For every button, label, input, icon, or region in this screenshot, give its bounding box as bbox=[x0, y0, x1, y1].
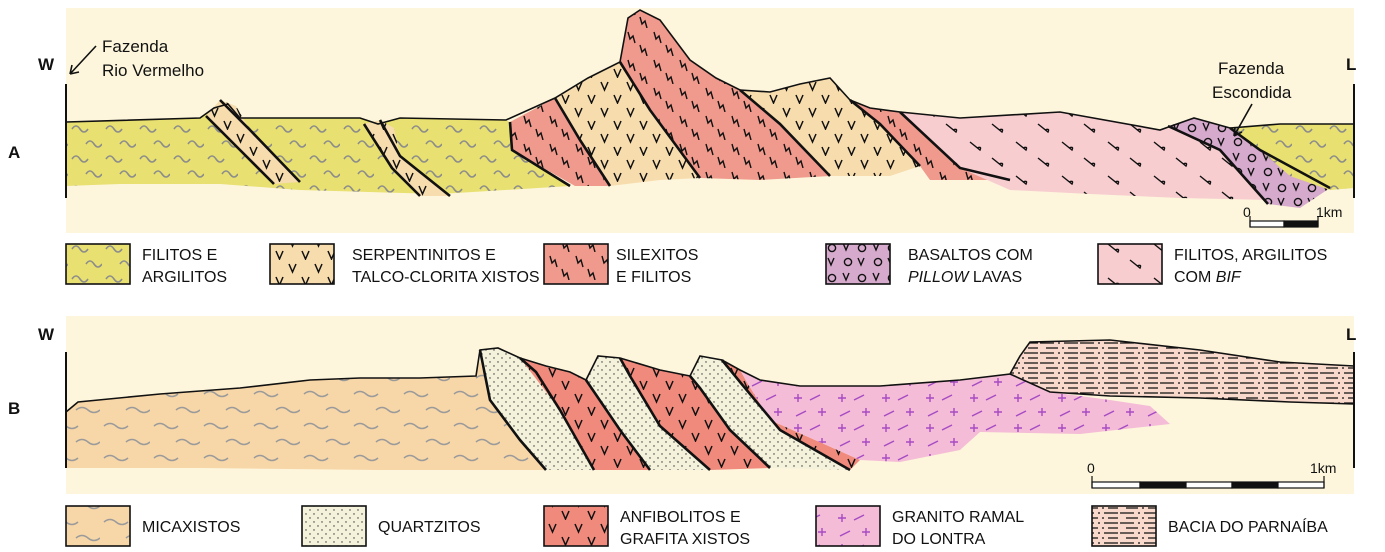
section-a-scale-start: 0 bbox=[1243, 204, 1251, 220]
legend-b-quartzitos: QUARTZITOS bbox=[302, 506, 481, 546]
legend-b-micaxistos-label: MICAXISTOS bbox=[142, 519, 240, 536]
legend-b-granito-line1: GRANITO RAMAL bbox=[892, 509, 1024, 526]
legend-b-granito-line2: DO LONTRA bbox=[892, 531, 986, 548]
legend-b-anfibolitos: ANFIBOLITOS E GRAFITA XISTOS bbox=[544, 506, 750, 548]
legend-a: FILITOS E ARGILITOS SERPENTINITOS E TALC… bbox=[66, 244, 1327, 286]
section-a: A W L Fazenda Rio Vermelho Fazenda Escon… bbox=[8, 8, 1356, 233]
legend-a-basaltos-line1: BASALTOS COM bbox=[908, 247, 1033, 264]
legend-a-filitos-bif-line1: FILITOS, ARGILITOS bbox=[1174, 247, 1327, 264]
section-a-west-label: W bbox=[38, 55, 55, 74]
legend-b-granito: GRANITO RAMAL DO LONTRA bbox=[816, 506, 1024, 548]
section-a-scale-end: 1km bbox=[1316, 204, 1342, 220]
legend-a-silexitos-line2: E FILITOS bbox=[616, 269, 691, 286]
legend-a-filitos: FILITOS E ARGILITOS bbox=[66, 244, 227, 286]
section-b-scale-start: 0 bbox=[1087, 460, 1095, 476]
legend-b-parnaiba: BACIA DO PARNAÍBA bbox=[1092, 506, 1328, 546]
legend-b-quartzitos-label: QUARTZITOS bbox=[378, 519, 481, 536]
section-a-label: A bbox=[8, 143, 20, 162]
legend-a-filitos-bif: FILITOS, ARGILITOS COM BIF bbox=[1098, 244, 1327, 286]
legend-a-basaltos-line2: PILLOW LAVAS bbox=[908, 269, 1022, 286]
section-a-east-label: L bbox=[1346, 55, 1356, 74]
legend-a-basaltos: BASALTOS COM PILLOW LAVAS bbox=[826, 244, 1033, 286]
place-fazenda-rio-vermelho-line2: Rio Vermelho bbox=[102, 61, 204, 80]
legend-b-anfibolitos-line2: GRAFITA XISTOS bbox=[620, 531, 750, 548]
legend-b-anfibolitos-line1: ANFIBOLITOS E bbox=[620, 509, 741, 526]
legend-b-parnaiba-label: BACIA DO PARNAÍBA bbox=[1168, 517, 1328, 536]
place-fazenda-rio-vermelho-line1: Fazenda bbox=[102, 37, 169, 56]
legend-a-filitos-line2: ARGILITOS bbox=[142, 269, 227, 286]
legend-b-micaxistos: MICAXISTOS bbox=[66, 506, 240, 546]
section-b-label: B bbox=[8, 399, 20, 418]
place-fazenda-escondida-line1: Fazenda bbox=[1218, 59, 1285, 78]
legend-a-serpentinitos-line2: TALCO-CLORITA XISTOS bbox=[352, 269, 540, 286]
section-b-east-label: L bbox=[1346, 325, 1356, 344]
section-b: B W L 0 1km bbox=[8, 316, 1356, 494]
legend-a-filitos-bif-line2: COM BIF bbox=[1174, 269, 1242, 286]
section-b-west-label: W bbox=[38, 325, 55, 344]
place-fazenda-escondida-line2: Escondida bbox=[1212, 83, 1292, 102]
section-b-scale-end: 1km bbox=[1310, 460, 1336, 476]
legend-b: MICAXISTOS QUARTZITOS ANFIBOLITOS E GRAF… bbox=[66, 506, 1328, 548]
legend-a-serpentinitos: SERPENTINITOS E TALCO-CLORITA XISTOS bbox=[270, 244, 540, 286]
legend-a-silexitos-line1: SILEXITOS bbox=[616, 247, 698, 264]
legend-a-serpentinitos-line1: SERPENTINITOS E bbox=[352, 247, 496, 264]
legend-a-silexitos: SILEXITOS E FILITOS bbox=[544, 244, 698, 286]
legend-a-filitos-line1: FILITOS E bbox=[142, 247, 217, 264]
